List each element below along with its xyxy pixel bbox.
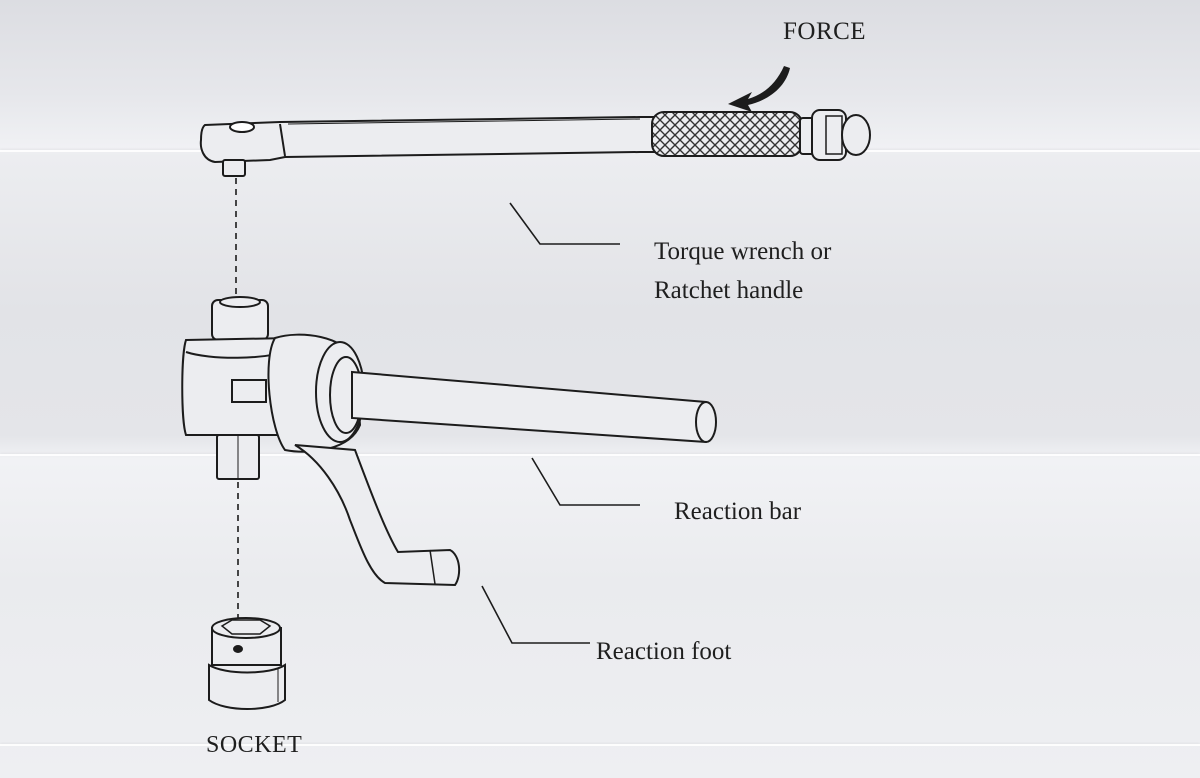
force-arrow-icon xyxy=(728,66,790,112)
paper-fold-2 xyxy=(0,454,1200,456)
reaction-foot-label: Reaction foot xyxy=(596,638,732,665)
socket-label: SOCKET xyxy=(206,732,303,758)
leader-lines xyxy=(481,202,640,644)
paper-fold-3 xyxy=(0,744,1200,746)
torque-wrench-label-line2: Ratchet handle xyxy=(654,277,804,305)
leader-line-bar xyxy=(531,457,640,506)
torque-wrench xyxy=(199,109,871,177)
leader-line-foot xyxy=(481,585,590,644)
reaction-bar-label: Reaction bar xyxy=(674,498,802,525)
leader-line-wrench xyxy=(509,202,620,245)
force-label: FORCE xyxy=(783,18,867,45)
torque-wrench-label-line1: Torque wrench or xyxy=(654,238,832,265)
socket-part xyxy=(208,617,286,710)
torque-multiplier xyxy=(181,296,717,587)
torque-wrench-label: Torque wrench or Ratchet handle xyxy=(654,236,831,307)
